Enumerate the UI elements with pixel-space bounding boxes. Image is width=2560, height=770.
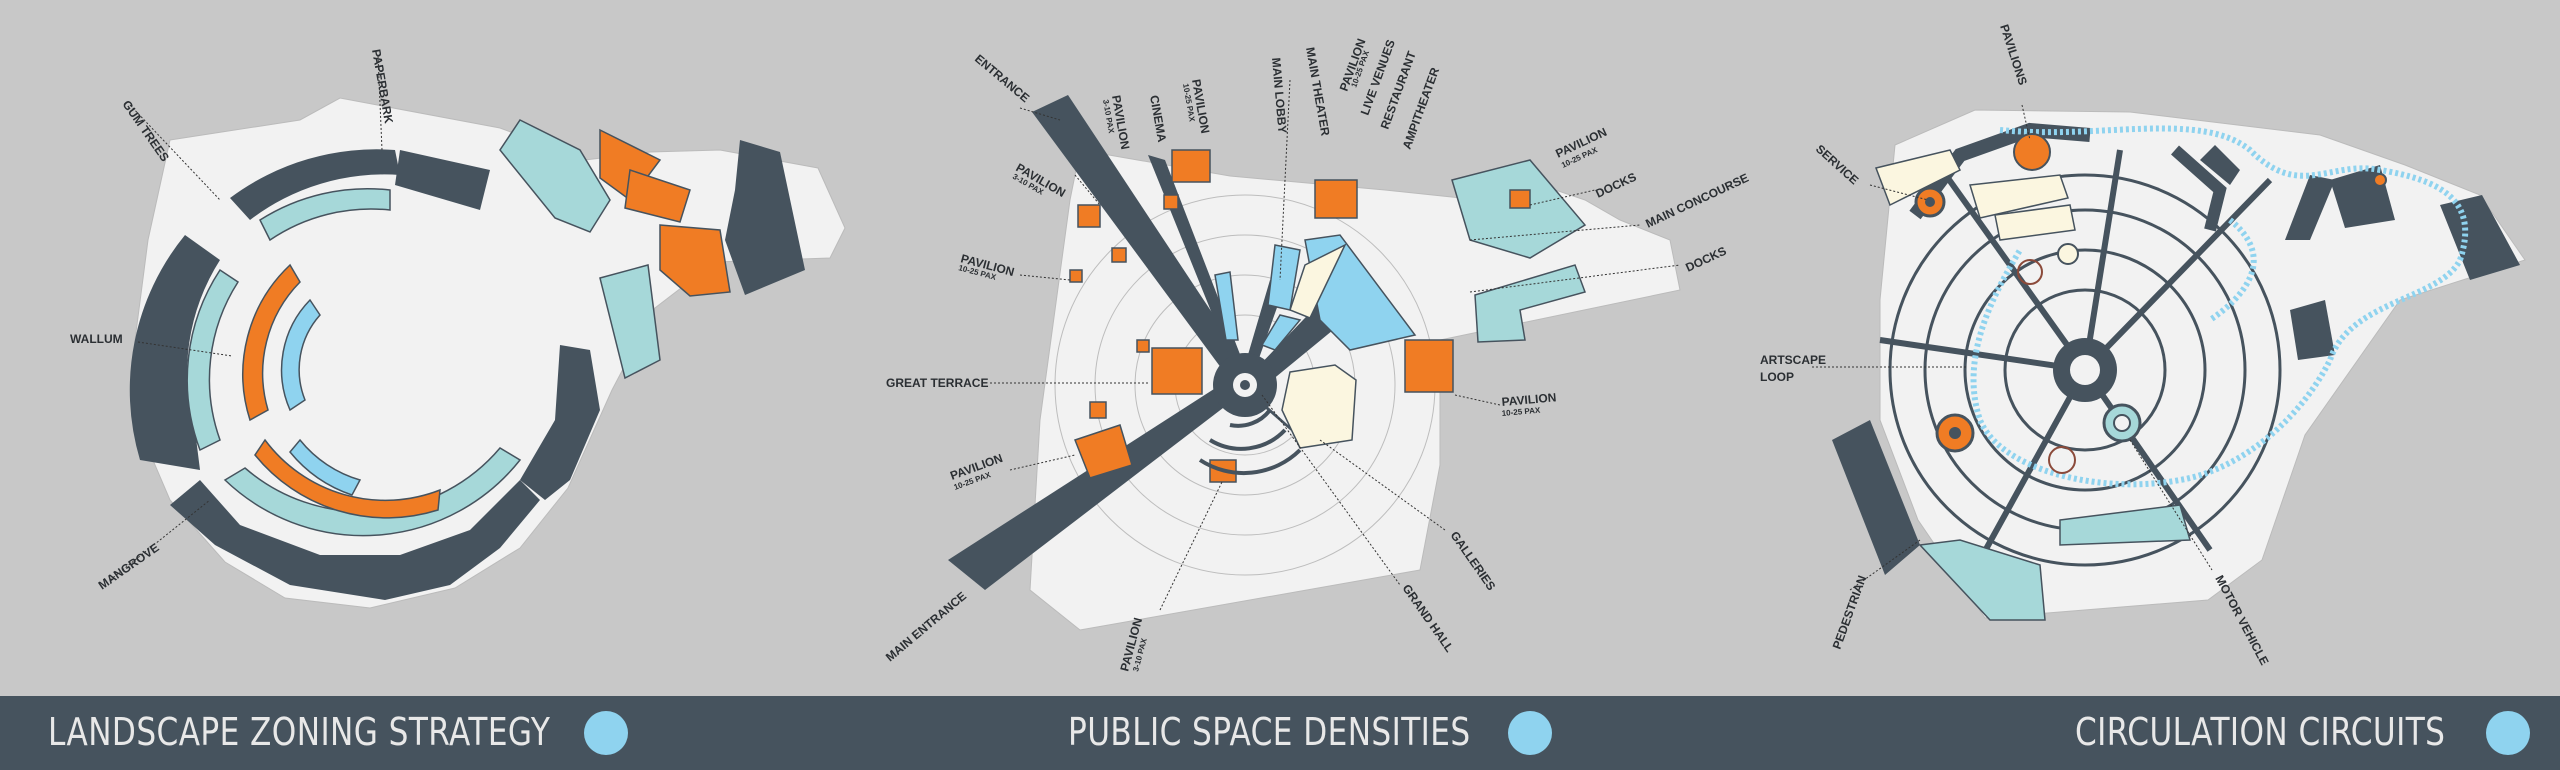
circuit-spokes: [1879, 149, 2273, 562]
panel-title-landscape: LANDSCAPE ZONING STRATEGY: [48, 710, 661, 754]
panel-title-text: CIRCULATION CIRCUITS: [2075, 710, 2446, 754]
density-spoke: [1032, 95, 1250, 380]
panel-title-circulation: CIRCULATION CIRCUITS: [2075, 710, 2527, 754]
label-pavilions: PAVILIONS: [1997, 23, 2030, 87]
circuit-block-cream: [1969, 174, 2069, 219]
circuit-block-dark: [2285, 175, 2335, 240]
density-block-orange: [1077, 204, 1101, 228]
density-block-orange: [1314, 179, 1358, 219]
panel-title-public-space: PUBLIC SPACE DENSITIES: [1068, 710, 1559, 754]
panel-title-text: PUBLIC SPACE DENSITIES: [1068, 710, 1471, 754]
zone-ring-orange: [254, 438, 441, 519]
zone-block-teal: [599, 264, 661, 380]
circuit-block-dark: [2200, 145, 2240, 185]
label-pedestrian: PEDESTRIAN: [1830, 574, 1870, 651]
label-grand-hall: GRAND HALL: [1400, 582, 1457, 655]
public-space-diagram: ENTRANCE PAVILION 3-10 PAX CINEMA PAVILI…: [883, 37, 1751, 673]
label-mangrove: MANGROVE: [96, 540, 162, 592]
label-artscape-loop-2: LOOP: [1760, 370, 1794, 384]
density-wedge-blue: [1260, 314, 1302, 351]
density-block-orange: [1069, 269, 1083, 283]
title-bar: LANDSCAPE ZONING STRATEGY PUBLIC SPACE D…: [0, 696, 2560, 770]
artscape-loop-path: [2208, 217, 2257, 323]
label-artscape-loop-1: ARTSCAPE: [1760, 353, 1826, 367]
density-block-orange: [1163, 194, 1179, 210]
zone-ring-outer: [520, 345, 600, 500]
title-dot-icon: [1508, 711, 1552, 755]
zone-block-teal: [499, 119, 611, 233]
zone-ring-teal: [223, 447, 522, 537]
hub-arcs: [1198, 408, 1302, 476]
label-galleries: GALLERIES: [1448, 529, 1499, 593]
service-node: [2017, 259, 2043, 285]
zone-block-dark: [725, 140, 805, 295]
circuit-block-dark: [1832, 420, 1920, 575]
service-node: [2048, 446, 2076, 474]
diagram-canvas: PAPERBARK GUM TREES WALLUM MANGROVE: [70, 23, 2526, 673]
circuit-block-cream: [1874, 149, 1962, 207]
density-block-orange: [1171, 149, 1211, 183]
label-cinema: CINEMA: [1147, 94, 1169, 143]
circuit-block-cream: [1994, 204, 2076, 241]
density-block-orange: [1111, 247, 1127, 263]
density-wedge-blue: [1214, 271, 1239, 341]
label-main-theater: MAIN THEATER: [1303, 46, 1332, 137]
service-node: [2057, 243, 2079, 265]
density-block-orange: [1136, 339, 1150, 353]
pavilion-node: [2013, 133, 2051, 171]
label-docks-1: DOCKS: [1593, 170, 1638, 201]
panel-title-text: LANDSCAPE ZONING STRATEGY: [48, 710, 551, 754]
density-spoke: [948, 380, 1240, 590]
zone-block-orange: [624, 169, 691, 223]
zone-ring-outer: [230, 149, 400, 220]
landscape-zoning-diagram: PAPERBARK GUM TREES WALLUM MANGROVE: [70, 48, 846, 609]
zone-ring-blue: [280, 298, 321, 412]
circuit-block-teal: [2059, 504, 2191, 546]
circuit-block-dark: [2440, 195, 2520, 280]
zone-block-orange: [659, 224, 731, 297]
density-block-orange: [1509, 189, 1531, 209]
circuit-block-dark: [2290, 300, 2335, 360]
service-path: [1909, 122, 2091, 220]
density-wedge-cream: [1289, 243, 1347, 319]
density-block-orange: [1151, 347, 1203, 395]
zone-ring-orange: [242, 263, 301, 422]
label-pavilion-g-sub: 10-25 PAX: [1501, 406, 1541, 418]
label-motor-vehicle: MOTOR VEHICLE: [2212, 573, 2271, 668]
zone-ring-outer: [129, 235, 220, 470]
density-block-orange: [1074, 424, 1133, 479]
circuit-block-teal: [1918, 539, 2046, 621]
label-gum-trees: GUM TREES: [120, 98, 172, 164]
density-block-orange: [1404, 339, 1454, 393]
label-great-terrace: GREAT TERRACE: [886, 376, 988, 390]
label-wallum: WALLUM: [70, 332, 123, 346]
circuit-rings: [1888, 173, 2282, 567]
pavilion-node: [2373, 173, 2387, 187]
artscape-loop-path: [1970, 125, 2469, 488]
label-service: SERVICE: [1813, 142, 1861, 188]
label-docks-2: DOCKS: [1683, 244, 1728, 275]
road-segment: [2171, 145, 2227, 232]
circulation-diagram: PAVILIONS SERVICE ARTSCAPE LOOP PEDESTRI…: [1760, 23, 2526, 668]
label-main-entrance: MAIN ENTRANCE: [883, 589, 969, 664]
density-block-teal: [1451, 159, 1587, 259]
zone-ring-outer: [170, 480, 540, 600]
density-block-orange: [1089, 401, 1107, 419]
title-dot-icon: [2486, 711, 2530, 755]
zone-ring-blue: [289, 438, 362, 496]
label-entrance: ENTRANCE: [972, 52, 1032, 106]
zone-ring-teal: [186, 268, 240, 452]
zone-ring-outer: [395, 150, 490, 210]
label-main-lobby: MAIN LOBBY: [1269, 57, 1290, 134]
zone-ring-teal: [259, 187, 391, 242]
density-block-teal: [1474, 264, 1586, 343]
label-pavilion-g: PAVILION: [1501, 390, 1557, 409]
density-wedge-cream: [1281, 364, 1357, 449]
title-dot-icon: [584, 711, 628, 755]
label-main-concourse: MAIN CONCOURSE: [1643, 171, 1750, 231]
site-outline-3: [1879, 109, 2526, 619]
